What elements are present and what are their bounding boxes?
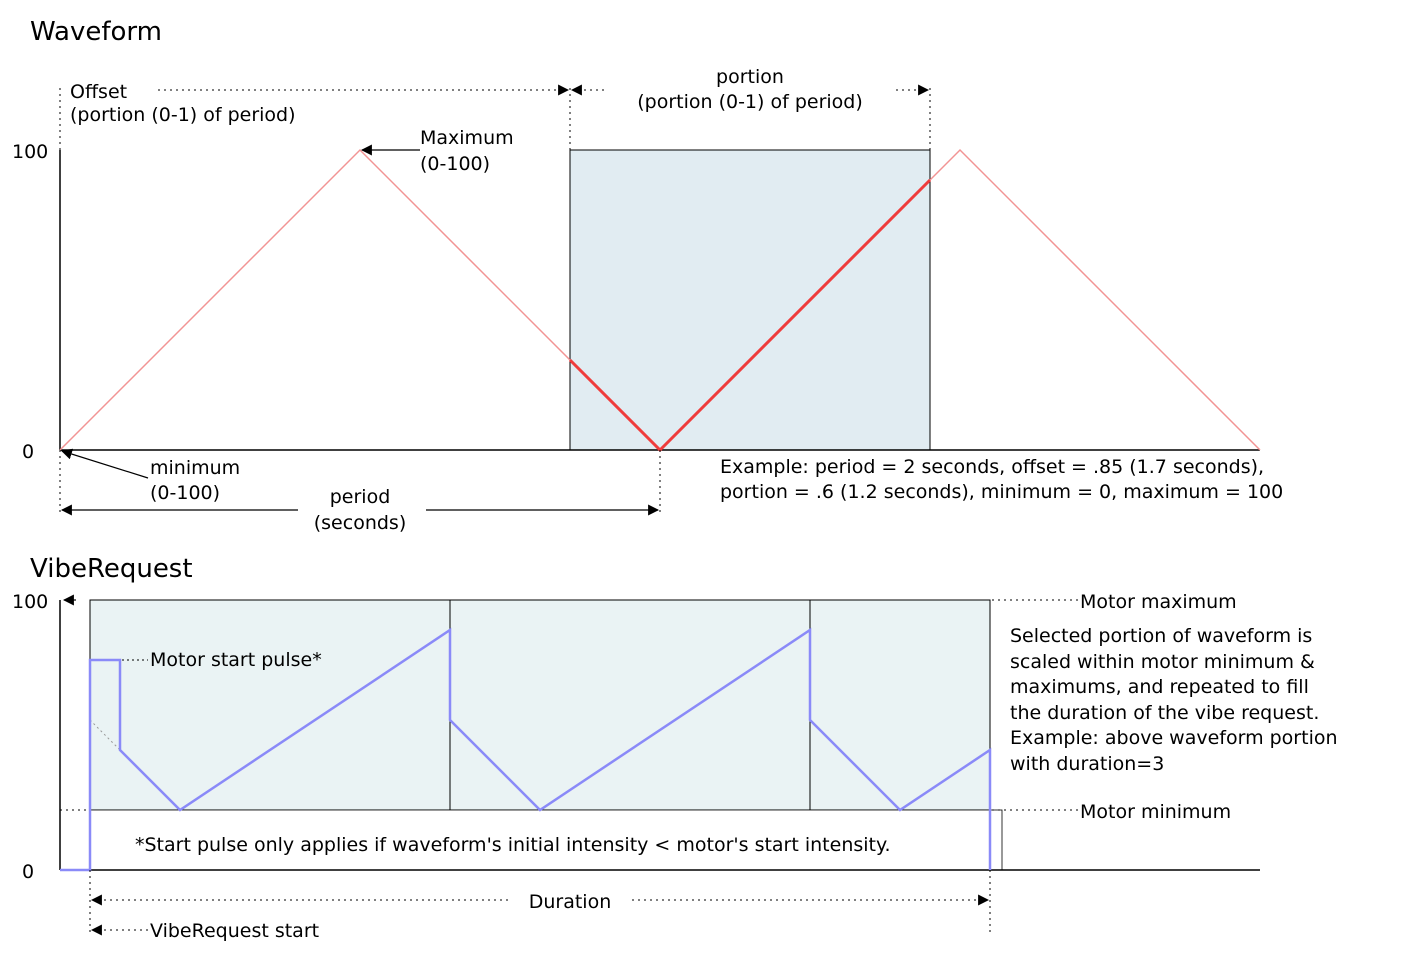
- period-sublabel: (seconds): [314, 512, 407, 534]
- vibe-description: Selected portion of waveform is scaled w…: [1010, 625, 1344, 775]
- example-line-1: Example: period = 2 seconds, offset = .8…: [720, 456, 1264, 478]
- motor-minimum-label: Motor minimum: [1080, 801, 1231, 823]
- description-line: Example: above waveform portion: [1010, 727, 1338, 749]
- portion-label: portion: [716, 66, 784, 88]
- duration-label: Duration: [529, 891, 612, 913]
- vibe-y-tick-100: 100: [12, 591, 48, 613]
- description-line: maximums, and repeated to fill: [1010, 676, 1309, 698]
- waveform-y-tick-0: 0: [22, 441, 34, 463]
- description-line: with duration=3: [1010, 753, 1164, 775]
- footnote-text: *Start pulse only applies if waveform's …: [135, 834, 891, 856]
- selected-portion-region: [569, 149, 931, 451]
- start-pulse-label: Motor start pulse*: [150, 649, 322, 671]
- waveform-y-tick-100: 100: [12, 141, 48, 163]
- offset-sublabel: (portion (0-1) of period): [70, 104, 296, 126]
- portion-label-backdrop: [605, 66, 895, 114]
- duration-label-backdrop: [510, 885, 632, 913]
- offset-label: Offset: [70, 81, 127, 103]
- maximum-sublabel: (0-100): [420, 153, 490, 175]
- example-line-2: portion = .6 (1.2 seconds), minimum = 0,…: [720, 481, 1283, 503]
- description-line: scaled within motor minimum &: [1010, 651, 1315, 673]
- period-label: period: [330, 486, 391, 508]
- minimum-sublabel: (0-100): [150, 482, 220, 504]
- description-line: the duration of the vibe request.: [1010, 702, 1319, 724]
- unpulsed-wave-hint: [89, 719, 121, 751]
- vibe-start-label: VibeRequest start: [150, 920, 319, 942]
- waveform-panel: Waveform 100 0 Offset (portion (0-1) of …: [12, 17, 1283, 534]
- vibe-title: VibeRequest: [30, 554, 193, 584]
- minimum-arrow: [60, 448, 149, 479]
- vibe-y-tick-0: 0: [22, 861, 34, 883]
- motor-maximum-label: Motor maximum: [1080, 591, 1237, 613]
- vibe-panel: VibeRequest *Start pulse only applies if…: [12, 554, 1344, 942]
- motor-range-region: [89, 599, 991, 811]
- minimum-label: minimum: [150, 457, 240, 479]
- vibe-output-line: [60, 627, 992, 872]
- period-label-backdrop: [298, 482, 426, 532]
- portion-sublabel: (portion (0-1) of period): [637, 91, 863, 113]
- waveform-title: Waveform: [30, 17, 162, 47]
- description-line: Selected portion of waveform is: [1010, 625, 1312, 647]
- maximum-label: Maximum: [420, 127, 514, 149]
